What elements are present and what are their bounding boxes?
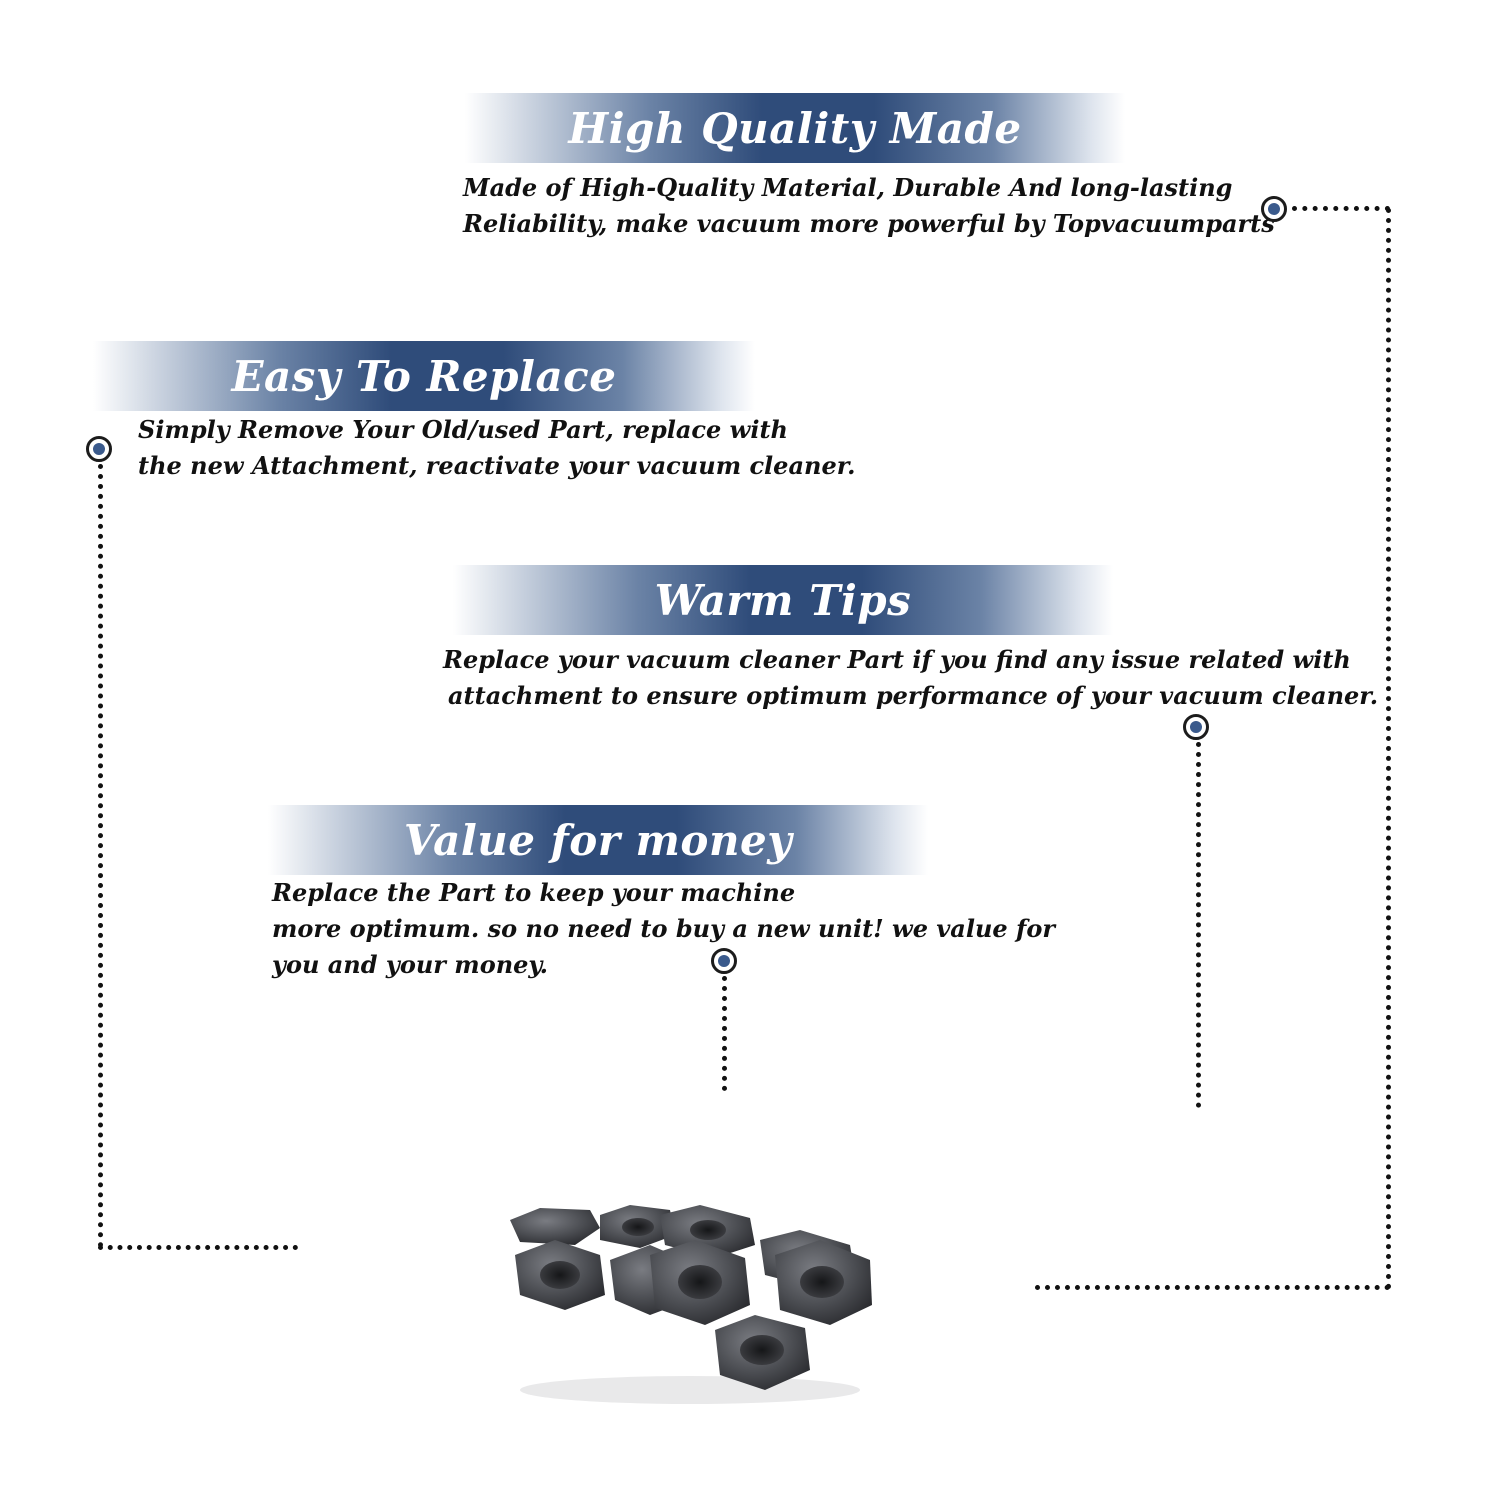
feature-desc-high-quality: Made of High-Quality Material, Durable A… — [463, 170, 1275, 242]
feature-desc-line: Made of High-Quality Material, Durable A… — [463, 173, 1233, 202]
connector-line — [722, 976, 727, 1091]
feature-title-high-quality: High Quality Made — [568, 103, 1022, 153]
feature-desc-line: the new Attachment, reactivate your vacu… — [138, 451, 856, 480]
feature-banner-value: Value for money — [268, 805, 928, 875]
feature-banner-warm-tips: Warm Tips — [453, 565, 1113, 635]
feature-desc-value: Replace the Part to keep your machine mo… — [272, 875, 1055, 983]
connector-dot-icon — [1261, 196, 1287, 222]
hex-nuts-photo — [510, 1205, 872, 1404]
feature-desc-line: Replace the Part to keep your machine — [272, 878, 796, 907]
feature-title-value: Value for money — [403, 815, 793, 865]
connector-line — [1196, 742, 1201, 1108]
feature-desc-line: you and your money. — [272, 950, 548, 979]
feature-desc-line: Reliability, make vacuum more powerful b… — [463, 209, 1275, 238]
feature-title-warm-tips: Warm Tips — [654, 575, 912, 625]
connector-line — [98, 464, 103, 1248]
connector-line — [1386, 208, 1391, 1290]
feature-desc-line: Replace your vacuum cleaner Part if you … — [443, 645, 1351, 674]
connector-dot-icon — [1183, 714, 1209, 740]
feature-desc-warm-tips: Replace your vacuum cleaner Part if you … — [443, 642, 1378, 714]
feature-banner-easy-replace: Easy To Replace — [93, 341, 755, 411]
connector-dot-icon — [86, 436, 112, 462]
feature-title-easy-replace: Easy To Replace — [231, 351, 617, 401]
feature-desc-line: attachment to ensure optimum performance… — [448, 681, 1379, 710]
feature-desc-line: Simply Remove Your Old/used Part, replac… — [138, 415, 788, 444]
connector-dot-icon — [711, 948, 737, 974]
feature-banner-high-quality: High Quality Made — [465, 93, 1125, 163]
feature-desc-line: more optimum. so no need to buy a new un… — [272, 914, 1055, 943]
connector-line — [1292, 206, 1390, 211]
connector-line — [1035, 1285, 1390, 1290]
feature-desc-easy-replace: Simply Remove Your Old/used Part, replac… — [138, 412, 856, 484]
connector-line — [98, 1245, 298, 1250]
